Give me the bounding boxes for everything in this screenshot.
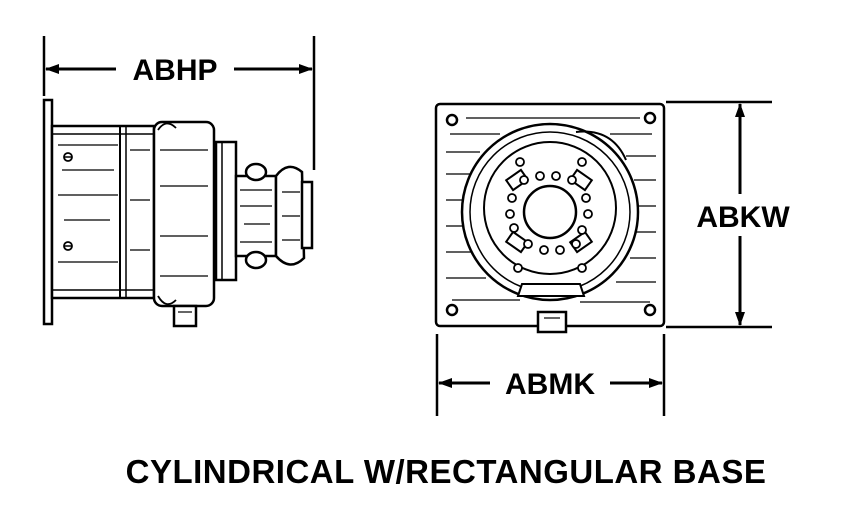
- figure-caption: CYLINDRICAL W/RECTANGULAR BASE: [126, 453, 767, 490]
- cylinder-body: [50, 124, 156, 300]
- rear-accessory: [234, 162, 314, 270]
- bottom-tab: [536, 310, 568, 334]
- contact-blocks: [504, 168, 594, 254]
- coupling-nut: [152, 120, 216, 328]
- contact-holes: [505, 171, 593, 255]
- corner-hole-top-right: [643, 111, 657, 125]
- abhp-label: ABHP: [132, 54, 217, 87]
- side-view: [42, 36, 316, 328]
- abmk-dimension: ABMK: [435, 334, 666, 416]
- front-view: [434, 102, 666, 334]
- plate-shading: [446, 117, 656, 303]
- center-insert: [522, 184, 578, 240]
- abkw-dimension: ABKW: [666, 100, 790, 329]
- abhp-dimension: ABHP: [45, 54, 313, 87]
- abmk-label: ABMK: [505, 368, 595, 401]
- corner-hole-bottom-left: [445, 303, 459, 317]
- corner-hole-bottom-right: [643, 303, 657, 317]
- lock-ring: [214, 140, 238, 282]
- inner-ring: [483, 141, 617, 275]
- abkw-label: ABKW: [696, 201, 790, 234]
- corner-hole-top-left: [445, 113, 459, 127]
